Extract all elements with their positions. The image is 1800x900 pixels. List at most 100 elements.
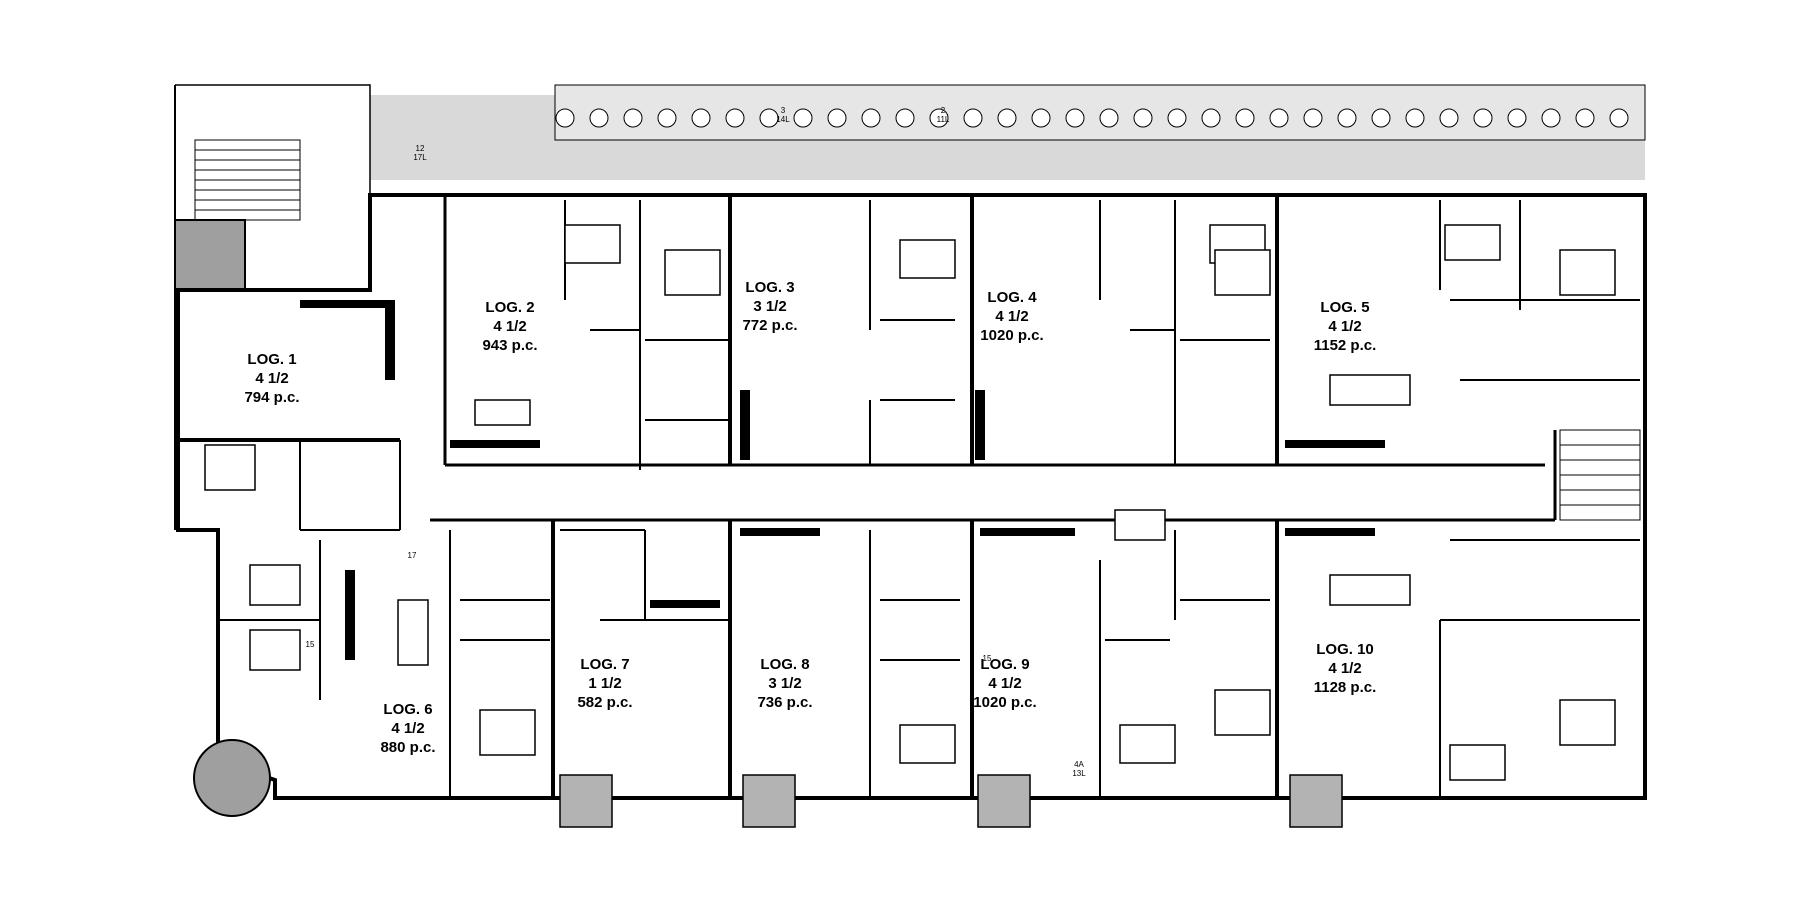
unit-name: LOG. 2 [485,299,535,316]
planter [1473,108,1493,128]
unit-area: 1020 p.c. [973,694,1037,711]
unit-area: 582 p.c. [577,694,633,711]
unit-name: LOG. 1 [247,351,297,368]
bed-icon [1444,224,1501,261]
planter [1031,108,1051,128]
bed-icon [1559,249,1616,296]
bed-icon [1214,249,1271,296]
demising-walls [178,195,1279,798]
marker-15b: 15 [982,654,992,663]
planter [895,108,915,128]
unit-area: 1128 p.c. [1313,679,1377,696]
planter [623,108,643,128]
bed-icon [564,224,621,264]
planter [1337,108,1357,128]
planter [725,108,745,128]
unit-area: 943 p.c. [482,337,538,354]
unit-name: LOG. 10 [1316,641,1374,658]
islands [397,374,1411,666]
bed-icon [1114,509,1166,541]
unit-rooms: 4 1/2 [1328,660,1362,677]
planter-row [555,108,1629,128]
unit-area: 1152 p.c. [1313,337,1377,354]
planter [1507,108,1527,128]
bed-icon [1449,744,1506,781]
unit-rooms: 4 1/2 [1328,318,1362,335]
planter [1167,108,1187,128]
planter [1065,108,1085,128]
unit-label: LOG. 5 4 1/2 1152 p.c. [1285,298,1405,355]
planter [1303,108,1323,128]
unit-label: LOG. 1 4 1/2 794 p.c. [212,350,332,407]
planter [1439,108,1459,128]
unit-rooms: 4 1/2 [255,370,289,387]
planter [589,108,609,128]
kitchen-counters [300,300,1385,660]
planter [1099,108,1119,128]
planter [997,108,1017,128]
planter [963,108,983,128]
stairs [194,139,1641,521]
unit-label: LOG. 8 3 1/2 736 p.c. [725,655,845,712]
bed-icon [249,629,301,671]
unit-rooms: 4 1/2 [995,308,1029,325]
bed-icon [664,249,721,296]
round-terrace [193,739,271,817]
unit-name: LOG. 4 [987,289,1037,306]
unit-area: 736 p.c. [757,694,813,711]
unit-label: LOG. 2 4 1/2 943 p.c. [450,298,570,355]
balconies [559,774,1343,828]
planter [793,108,813,128]
planter [1575,108,1595,128]
unit-label: LOG. 7 1 1/2 582 p.c. [545,655,665,712]
unit-rooms: 4 1/2 [493,318,527,335]
marker-17: 17 [407,551,417,560]
unit-label: LOG. 10 4 1/2 1128 p.c. [1285,640,1405,697]
unit-label: LOG. 9 4 1/2 1020 p.c. [945,655,1065,712]
unit-name: LOG. 9 [980,656,1030,673]
planter [1541,108,1561,128]
planter [1405,108,1425,128]
unit-rooms: 3 1/2 [768,675,802,692]
planter [555,108,575,128]
marker-15a: 15 [305,640,315,649]
planter [657,108,677,128]
bed-icon [249,564,301,606]
unit-name: LOG. 5 [1320,299,1370,316]
planter [1269,108,1289,128]
bed-icon [204,444,256,491]
unit-area: 880 p.c. [380,739,436,756]
planter [1609,108,1629,128]
bed-icon [1214,689,1271,736]
bed-icon [899,724,956,764]
planter [1371,108,1391,128]
bed-icon [1119,724,1176,764]
unit-area: 794 p.c. [244,389,300,406]
bed-icon [899,239,956,279]
unit-rooms: 1 1/2 [588,675,622,692]
planter [861,108,881,128]
unit-label: LOG. 3 3 1/2 772 p.c. [710,278,830,335]
planter [1235,108,1255,128]
unit-area: 772 p.c. [742,317,798,334]
unit-name: LOG. 7 [580,656,630,673]
planter [1201,108,1221,128]
beds [204,224,1616,781]
unit-name: LOG. 3 [745,279,795,296]
unit-rooms: 3 1/2 [753,298,787,315]
corridor-walls [430,195,1557,522]
planter [1133,108,1153,128]
unit-name: LOG. 8 [760,656,810,673]
planter [827,108,847,128]
unit-name: LOG. 6 [383,701,433,718]
planter [691,108,711,128]
planter [759,108,779,128]
bed-icon [479,709,536,756]
unit-rooms: 4 1/2 [988,675,1022,692]
